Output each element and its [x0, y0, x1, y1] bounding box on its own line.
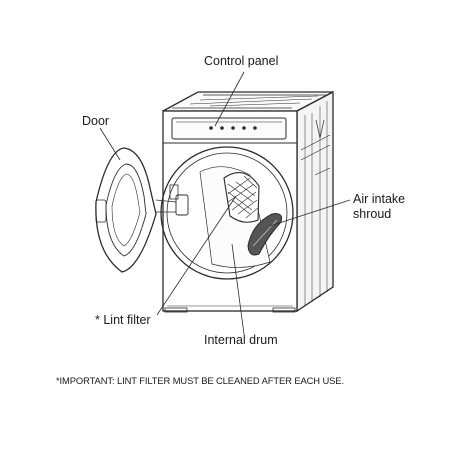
label-door: Door	[82, 114, 110, 128]
label-air-intake-line2: shroud	[353, 207, 392, 221]
control-knob-2	[220, 126, 224, 130]
leader-control-panel	[214, 71, 245, 127]
lint-filter	[223, 172, 260, 223]
leader-air-intake	[269, 199, 351, 227]
control-knob-4	[242, 126, 246, 130]
leader-lines	[99, 71, 351, 335]
label-lint-filter: * Lint filter	[95, 313, 151, 327]
label-internal-drum: Internal drum	[204, 333, 278, 347]
control-knob-1	[209, 126, 213, 130]
control-knob-3	[231, 126, 235, 130]
important-note: *IMPORTANT: LINT FILTER MUST BE CLEANED …	[56, 375, 344, 386]
air-intake-shroud	[247, 213, 283, 256]
open-door	[95, 147, 189, 273]
label-air-intake-line1: Air intake	[353, 192, 406, 206]
control-panel	[171, 117, 287, 140]
leader-door	[99, 127, 121, 161]
control-knob-5	[253, 126, 257, 130]
leader-lint-filter	[156, 195, 237, 316]
label-control-panel: Control panel	[204, 54, 279, 68]
leader-internal-drum	[231, 243, 245, 335]
dryer-side	[296, 90, 334, 313]
